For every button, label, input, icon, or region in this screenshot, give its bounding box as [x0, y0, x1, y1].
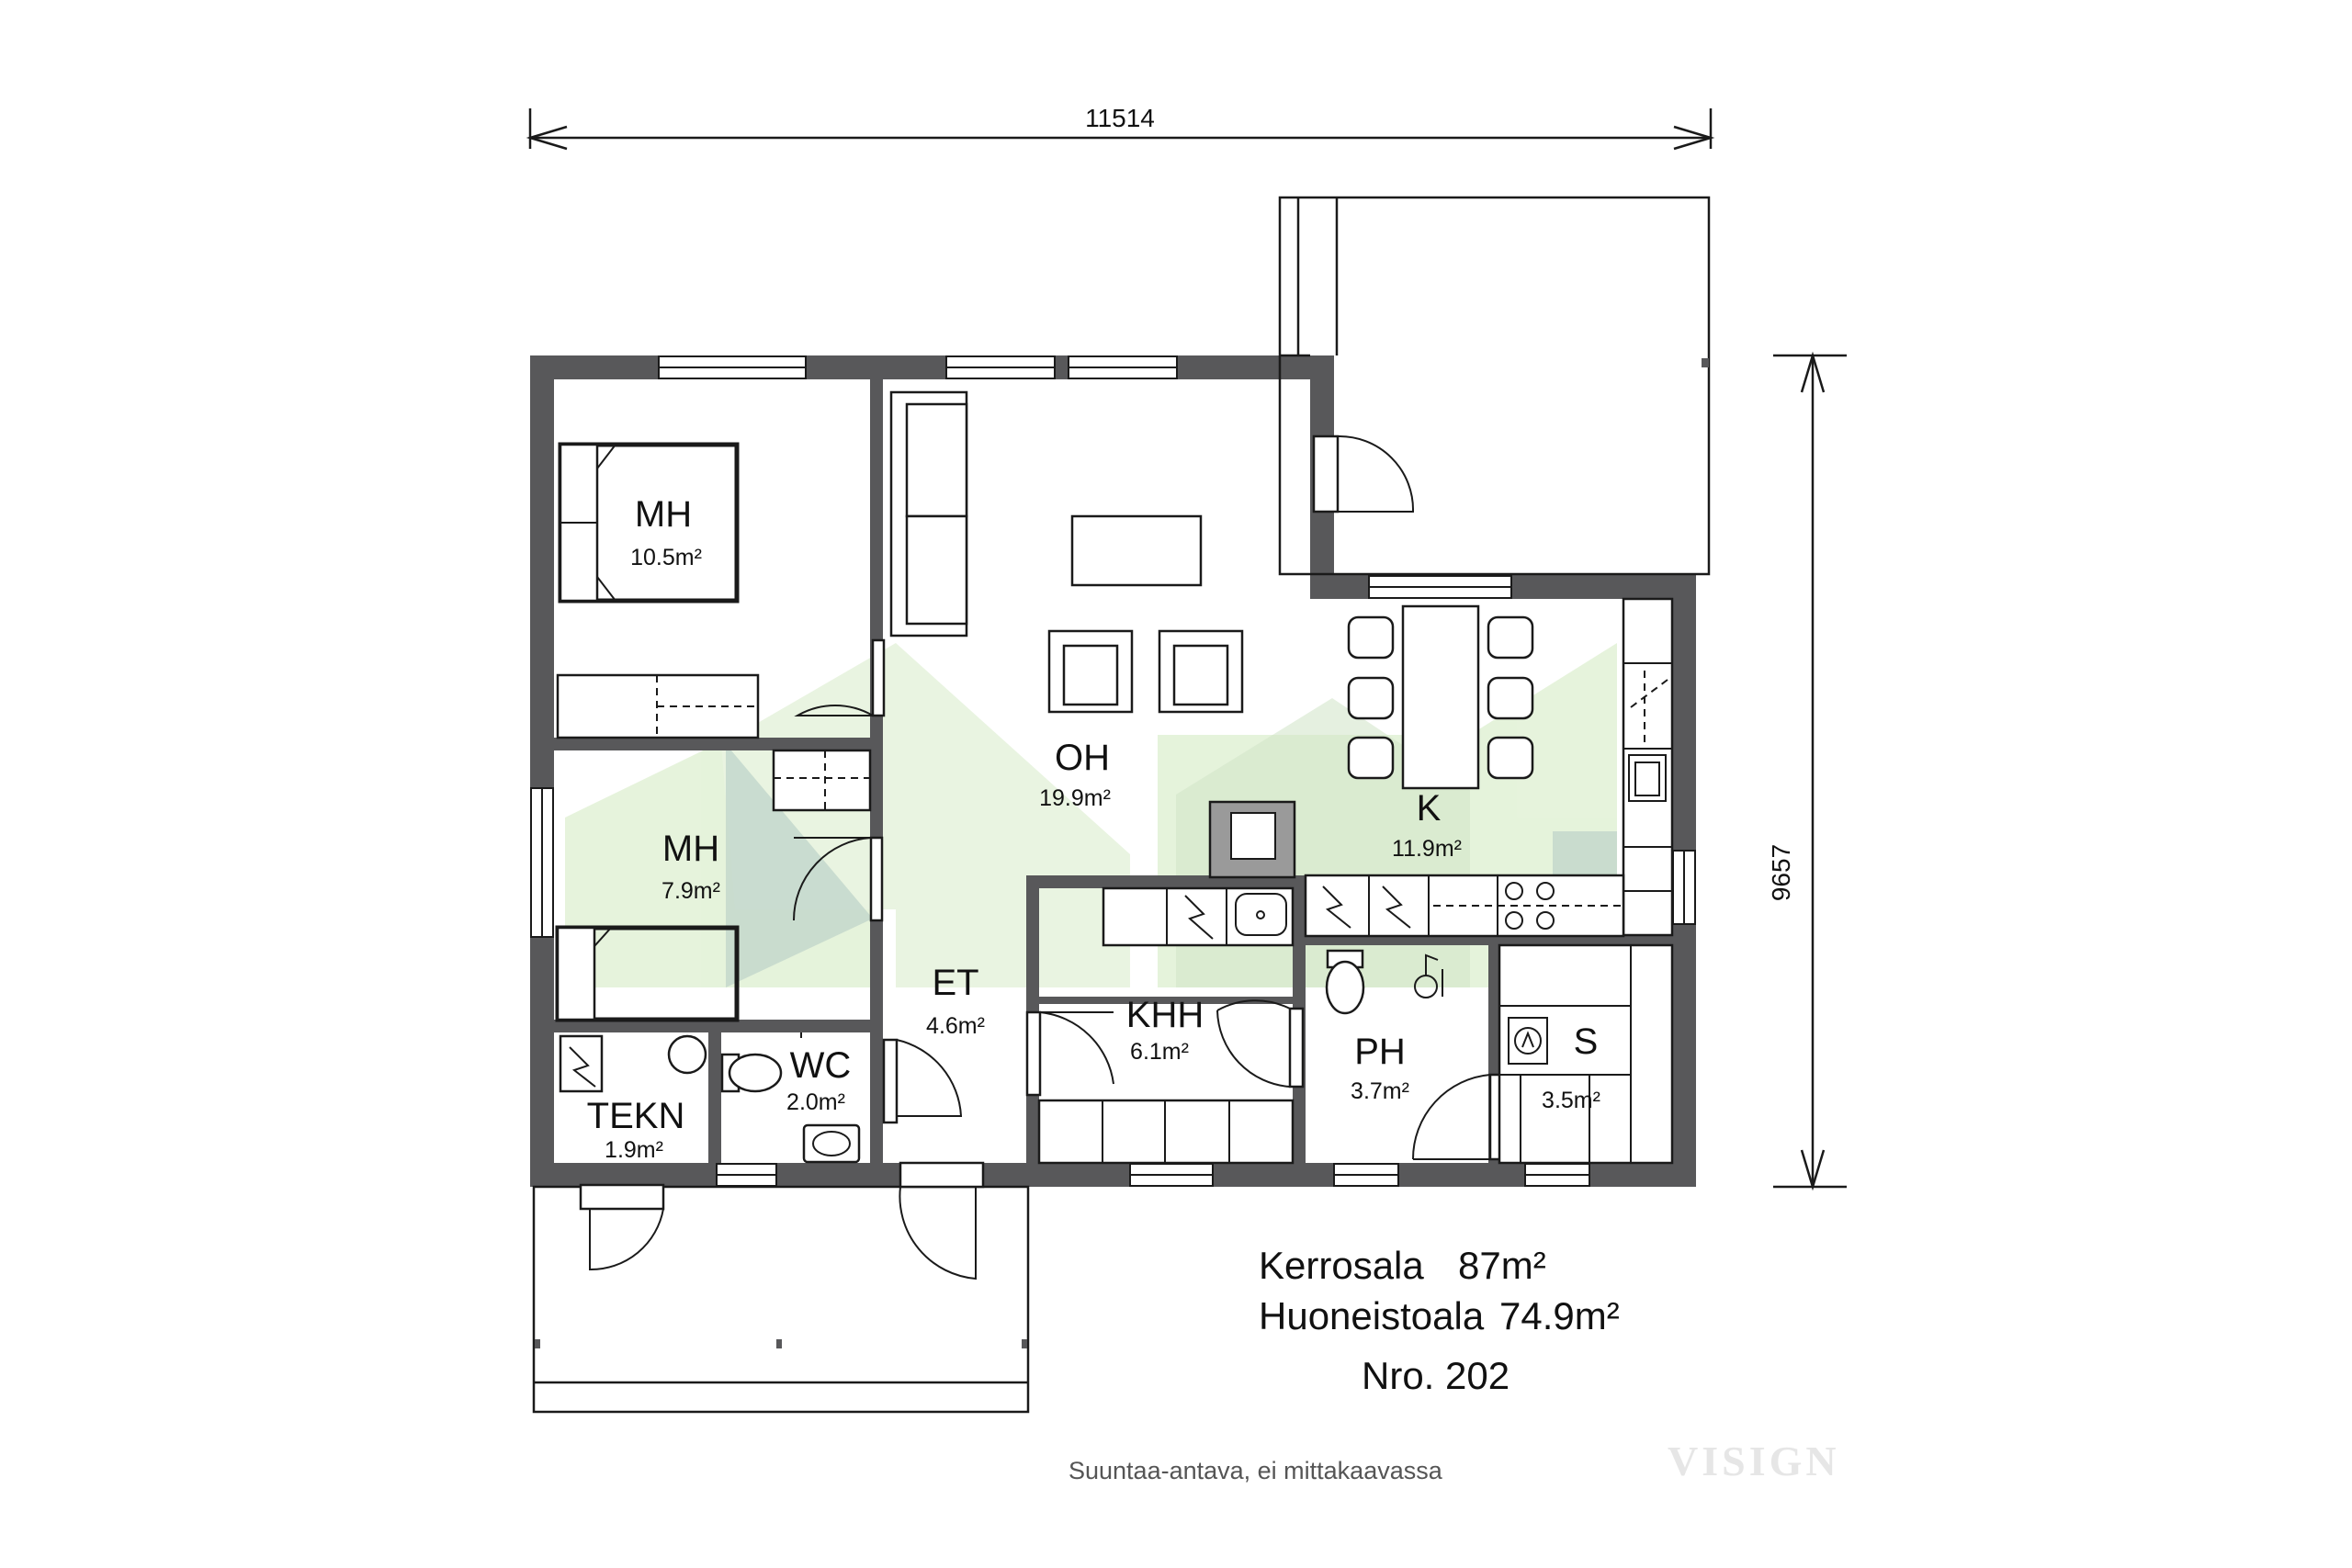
wardrobe-mh2 [772, 749, 872, 812]
room-name-wc: WC [790, 1045, 852, 1086]
room-name-oh: OH [1055, 738, 1110, 778]
room-area-s: 3.5m² [1542, 1088, 1600, 1113]
bed-mh1 [558, 442, 740, 604]
coffee-table [1070, 514, 1203, 587]
fireplace [1208, 800, 1296, 879]
disclaimer-note: Suuntaa-antava, ei mittakaavassa [1069, 1457, 1443, 1484]
technical-equipment [559, 1034, 707, 1093]
room-area-wc: 2.0m² [786, 1089, 845, 1115]
utility-counter [1102, 886, 1295, 947]
kitchen-counter-bottom [1304, 874, 1625, 938]
room-name-et: ET [932, 963, 978, 1003]
armchairs [1047, 629, 1244, 714]
kitchen-counter-right [1622, 597, 1674, 937]
plan-number: Nro. 202 [1362, 1354, 1510, 1397]
area-summary: Kerrosala 87m² Huoneistoala 74.9m² Nro. … [1259, 1244, 1620, 1397]
room-area-oh: 19.9m² [1039, 785, 1111, 811]
dimension-height: 9657 [1767, 351, 1847, 1191]
terrace-bottom [532, 1185, 1030, 1414]
wc-sink [802, 1123, 861, 1164]
width-dimension-label: 11514 [1085, 104, 1155, 132]
room-area-tekn: 1.9m² [605, 1137, 663, 1163]
room-area-ph: 3.7m² [1351, 1078, 1409, 1104]
dimension-width: 11514 [526, 104, 1715, 151]
room-name-mh1: MH [635, 494, 692, 535]
wc-toilet [720, 1053, 783, 1093]
doors [579, 434, 1503, 1280]
room-area-mh1: 10.5m² [630, 545, 702, 570]
room-name-mh2: MH [662, 829, 719, 869]
huoneistoala-value: 74.9m² [1499, 1294, 1620, 1337]
watermark-logo: VISIGN [1668, 1438, 1840, 1484]
room-name-khh: KHH [1126, 995, 1204, 1035]
room-name-tekn: TEKN [587, 1096, 685, 1136]
huoneistoala-label: Huoneistoala [1259, 1294, 1485, 1337]
kerrosala-label: Kerrosala [1259, 1244, 1424, 1287]
room-labels: MH 10.5m² MH 7.9m² OH 19.9m² K 11.9m² ET… [587, 494, 1600, 1163]
room-area-khh: 6.1m² [1130, 1039, 1189, 1065]
terrace-top [1278, 196, 1711, 576]
bed-mh2 [555, 925, 740, 1022]
room-name-k: K [1417, 788, 1442, 829]
height-dimension-label: 9657 [1767, 844, 1795, 901]
windows [530, 355, 1696, 1187]
sauna-benches [1498, 943, 1674, 1165]
dining-set [1347, 604, 1534, 790]
room-name-ph: PH [1354, 1032, 1406, 1072]
sofa [889, 390, 968, 637]
shower-icon [1414, 953, 1443, 998]
kerrosala-value: 87m² [1458, 1244, 1546, 1287]
room-name-s: S [1574, 1021, 1599, 1062]
room-area-k: 11.9m² [1392, 836, 1462, 862]
room-area-et: 4.6m² [926, 1013, 985, 1039]
room-area-mh2: 7.9m² [662, 878, 720, 904]
khh-bench [1037, 1099, 1295, 1165]
ph-toilet [1325, 949, 1365, 1015]
walls [530, 355, 1696, 1187]
